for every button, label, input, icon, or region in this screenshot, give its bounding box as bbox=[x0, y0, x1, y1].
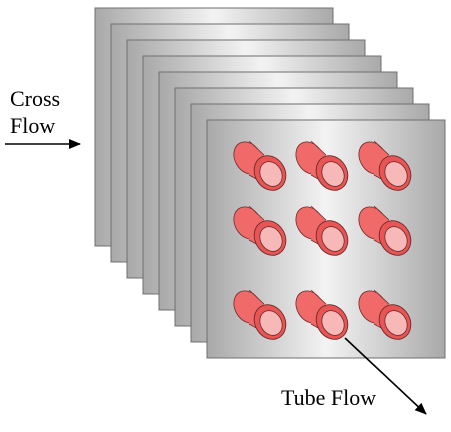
tube-flow-label: Tube Flow bbox=[281, 385, 377, 410]
tube bbox=[358, 205, 412, 256]
tube bbox=[233, 140, 287, 191]
tube bbox=[295, 140, 349, 191]
tube-flow-arrow bbox=[344, 337, 427, 415]
tube bbox=[233, 205, 287, 256]
tube-grid bbox=[233, 140, 412, 340]
flow-arrows bbox=[5, 139, 427, 415]
tube bbox=[233, 289, 287, 340]
cross-flow-label-line2: Flow bbox=[10, 113, 56, 138]
tube bbox=[295, 289, 349, 340]
tube bbox=[295, 205, 349, 256]
cross-flow-label-line1: Cross bbox=[10, 86, 61, 111]
tube bbox=[358, 289, 412, 340]
tube bbox=[358, 140, 412, 191]
